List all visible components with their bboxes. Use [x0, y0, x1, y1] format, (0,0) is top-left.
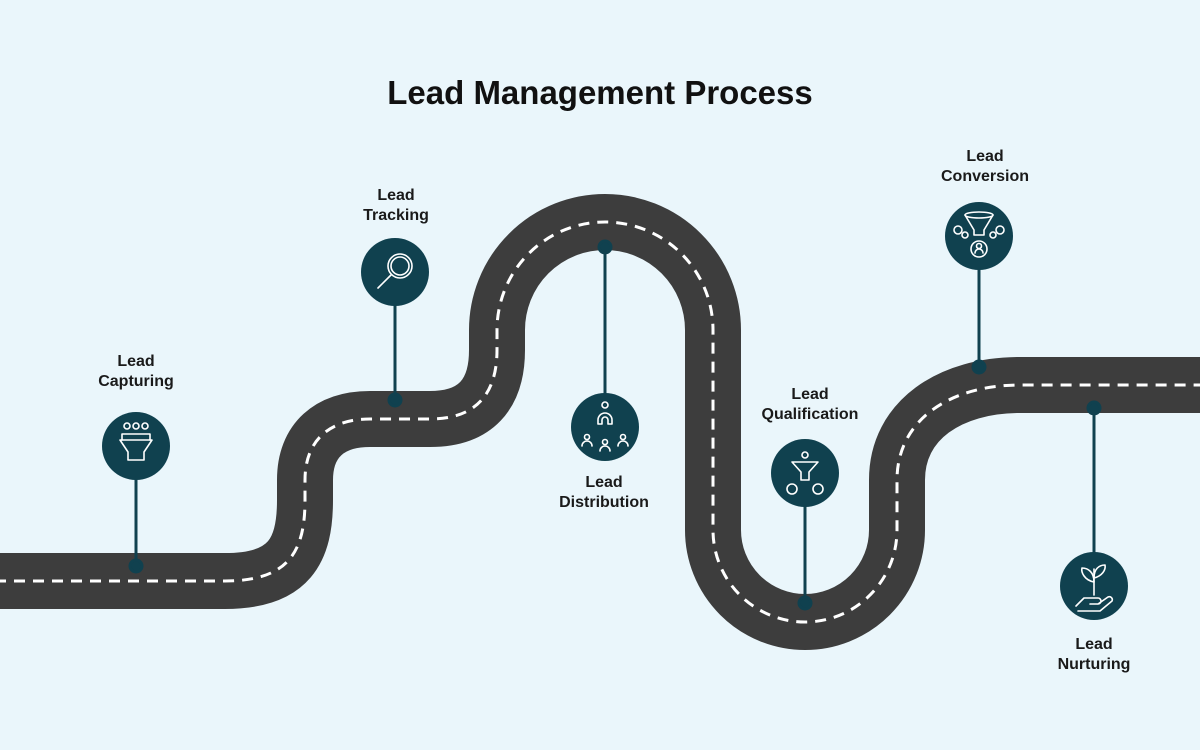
label-line: Lead — [791, 386, 829, 403]
funnel-gears-user-icon — [953, 211, 1005, 258]
label-line: Tracking — [363, 207, 429, 224]
funnel-coins-icon — [786, 451, 824, 495]
road-center-dashes — [0, 220, 1200, 624]
label-line: Conversion — [940, 168, 1029, 185]
people-funnel-icon — [119, 422, 153, 461]
label-line: Lead — [117, 353, 155, 370]
page-title: Lead Management Process — [387, 74, 813, 111]
label-line: Nurturing — [1057, 656, 1131, 673]
stage-circle-tracking — [361, 238, 429, 306]
stage-circle-capturing — [102, 412, 170, 480]
magnifier-icon — [377, 253, 413, 289]
label-line: Distribution — [559, 494, 649, 511]
label-line: Lead — [1075, 636, 1113, 653]
road-dot — [797, 595, 813, 611]
label-line: Lead — [966, 148, 1004, 165]
hand-plant-icon — [1075, 564, 1114, 612]
road-dot — [971, 359, 987, 375]
label-line: Qualification — [761, 406, 859, 423]
road-dot — [387, 392, 403, 408]
stage-circle-distribution — [571, 393, 639, 461]
label-line: Lead — [585, 474, 623, 491]
magnet-people-icon — [581, 401, 629, 452]
label-line: Lead — [377, 187, 415, 204]
road-dot — [128, 558, 144, 574]
stage-circle-qualification — [771, 439, 839, 507]
road-dot — [597, 239, 613, 255]
stage-circle-conversion — [945, 202, 1013, 270]
road-dot — [1086, 400, 1102, 416]
label-line: Capturing — [98, 373, 174, 390]
